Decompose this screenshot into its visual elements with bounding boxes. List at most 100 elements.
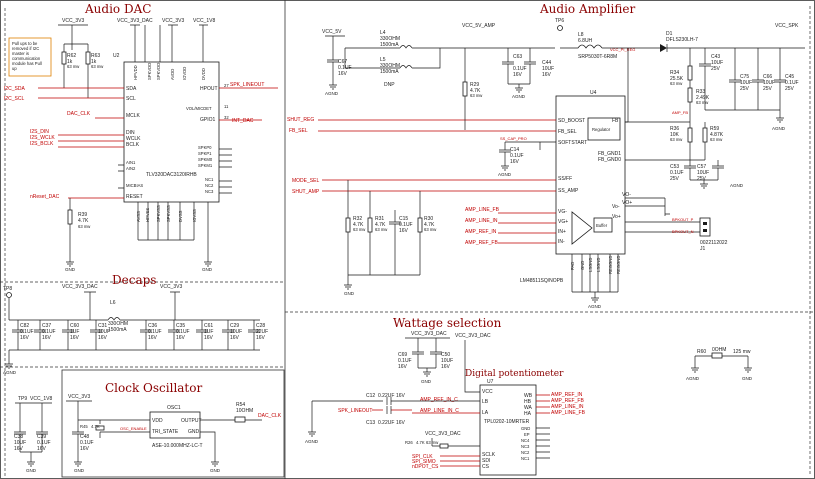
amp-pin-fbgnd1: FB_GND1 xyxy=(598,151,621,157)
c12-val: 0.22UF xyxy=(378,393,394,399)
c43-val: 10UF xyxy=(711,60,723,66)
title-clock-oscillator: Clock Oscillator xyxy=(105,381,202,395)
net-dac-clk-in: DAC_CLK xyxy=(67,111,91,117)
r60-ref: R60 xyxy=(697,349,706,355)
decap-capacitor-symbol xyxy=(222,320,234,350)
r31-val: 4.7K xyxy=(375,222,386,228)
dac-pin-bot-1: HPVSS xyxy=(145,208,150,222)
tp8-label: TP8 xyxy=(3,286,12,292)
decap-cap-label: C35 xyxy=(176,323,185,329)
note-line-5: module has Pull xyxy=(12,61,42,66)
decap-cap-label: 22UF xyxy=(256,329,268,335)
net-amp-line-fb: AMP_LINE_FB xyxy=(465,207,500,213)
rail-vcc3v3-dac-b: VCC_3V3 xyxy=(162,18,184,24)
dac-pin-nc2: NC2 xyxy=(205,183,214,188)
l5-current: 1500mA xyxy=(380,69,399,75)
clock-oscillator-section: TP9 VCC_1V8 C38 10UF 16V C39 0.1UF 16V G… xyxy=(14,394,282,473)
dac-pin-bot-2: SPKVSS xyxy=(156,205,161,222)
pot-pin-wa: WA xyxy=(524,405,533,411)
c53-volt: 25V xyxy=(670,176,680,182)
pot-pin-la: LA xyxy=(482,410,489,416)
amp-rail-5v: VCC_5V xyxy=(322,29,342,35)
net-bpkout-p: BPKOUT_P xyxy=(672,217,694,222)
r63-pwr: 63 mw xyxy=(91,64,104,69)
decap-capacitor-symbol xyxy=(248,320,260,350)
l6-ref: L6 xyxy=(110,300,116,306)
r34-val: 25.5K xyxy=(670,76,684,82)
decap-cap-label: 10UF xyxy=(230,329,242,335)
decap-cap-label: 0.1UF xyxy=(20,329,34,335)
title-audio-dac: Audio DAC xyxy=(84,2,151,16)
pot-pin-ep: EP xyxy=(524,432,530,437)
dac-pinnum-11: 11 xyxy=(224,104,229,109)
dac-pin-din: DIN xyxy=(126,130,135,136)
osc-pin-tristate: TRI_STATE xyxy=(152,429,179,435)
decap-cap-label: 16V xyxy=(42,335,52,341)
net-pot-amp-ref-in: AMP_REF_IN xyxy=(551,392,583,398)
c67-ref: C67 xyxy=(338,59,347,65)
pot-pin-gnd: GND xyxy=(521,426,530,431)
dac-pin-bot-0: AVSS xyxy=(136,211,141,222)
decap-cap-label: 16V xyxy=(98,335,108,341)
amp-pin-bot-3: LSGND xyxy=(596,258,601,272)
osc-rail-1v8: VCC_1V8 xyxy=(30,396,52,402)
c66-volt: 25V xyxy=(763,86,773,92)
r31-ref: R31 xyxy=(375,216,384,222)
decap-cap-label: C31 xyxy=(98,323,107,329)
c44-val: 10UF xyxy=(542,66,554,72)
net-vcc-pi-reg: VCC_PI_REG xyxy=(610,47,635,52)
dac-pin-sda: SDA xyxy=(126,86,137,92)
l5-dnp: DNP xyxy=(384,82,395,88)
note-line-2: removed if I2C xyxy=(12,46,39,51)
c57-val: 10UF xyxy=(697,170,709,176)
r34-pwr: 63 mw xyxy=(670,81,683,86)
decap-capacitor-symbol xyxy=(168,320,180,350)
dac-pin-spkp0: SPKP0 xyxy=(198,145,212,150)
d1-part: DFLS230LH-7 xyxy=(666,37,698,43)
osc-ref: OSC1 xyxy=(167,405,181,411)
c13-label: C13 xyxy=(366,420,375,426)
amp-agnd-c: AGND xyxy=(772,126,786,131)
c63-ref: C63 xyxy=(513,54,522,60)
amp-pin-vo-a: VO- xyxy=(622,192,631,198)
decaps-section: TP8 VCC_3V3_DAC VCC_3V3 L6 330OHM 1500mA… xyxy=(3,284,268,375)
note-line-6: up xyxy=(12,66,17,71)
dac-pin-top-0: DVDD xyxy=(201,68,206,80)
connector-ref: J1 xyxy=(700,246,706,252)
c53-val: 0.1UF xyxy=(670,170,684,176)
r39-val: 4.7K xyxy=(78,218,89,224)
net-amp-line-in: AMP_LINE_IN xyxy=(465,218,498,224)
dac-ic-body xyxy=(123,61,220,203)
net-i2c-sda: I2C_SDA xyxy=(4,86,26,92)
audio-amplifier-section: VCC_5V VCC_5V_AMP TP6 VCC_SPK C67 0.1UF … xyxy=(287,18,805,309)
decap-cap-label: 16V xyxy=(176,335,186,341)
net-i2c-scl: I2C_SCL xyxy=(4,96,25,102)
pot-pin-ha: HA xyxy=(524,411,532,417)
r29-ref: R29 xyxy=(470,82,479,88)
tp9-label: TP9 xyxy=(18,396,27,402)
r59-ref: R59 xyxy=(710,126,719,132)
dac-pinnum-32: 32 xyxy=(224,115,229,120)
dac-pin-reset: RESET xyxy=(126,194,143,200)
l4-val: 330OHM xyxy=(380,36,400,42)
r39-gnd: GND xyxy=(65,267,76,272)
l6-current: 1500mA xyxy=(108,327,127,333)
dac-pin-mclk: MCLK xyxy=(126,113,141,119)
net-nreset-dac: nReset_DAC xyxy=(30,194,60,200)
dac-gnd-label: GND xyxy=(202,267,213,272)
l8-part: SRP5030T-6R8M xyxy=(578,54,617,60)
r62-val: 1k xyxy=(67,59,73,65)
speaker-connector[interactable] xyxy=(699,217,711,237)
net-i2s-bclk: I2S_BCLK xyxy=(30,141,54,147)
c67-volt: 16V xyxy=(338,71,348,77)
amp-pin-fbgnd0: FB_GND0 xyxy=(598,157,621,163)
pot-pin-hb: HB xyxy=(524,399,532,405)
decap-cap-label: C61 xyxy=(204,323,213,329)
osc-ic-body xyxy=(149,411,201,439)
r36-val: 10K xyxy=(670,132,680,138)
note-line-3: master is xyxy=(12,51,29,56)
decap-cap-label: 10UF xyxy=(98,329,110,335)
r29-val: 4.7K xyxy=(470,88,481,94)
